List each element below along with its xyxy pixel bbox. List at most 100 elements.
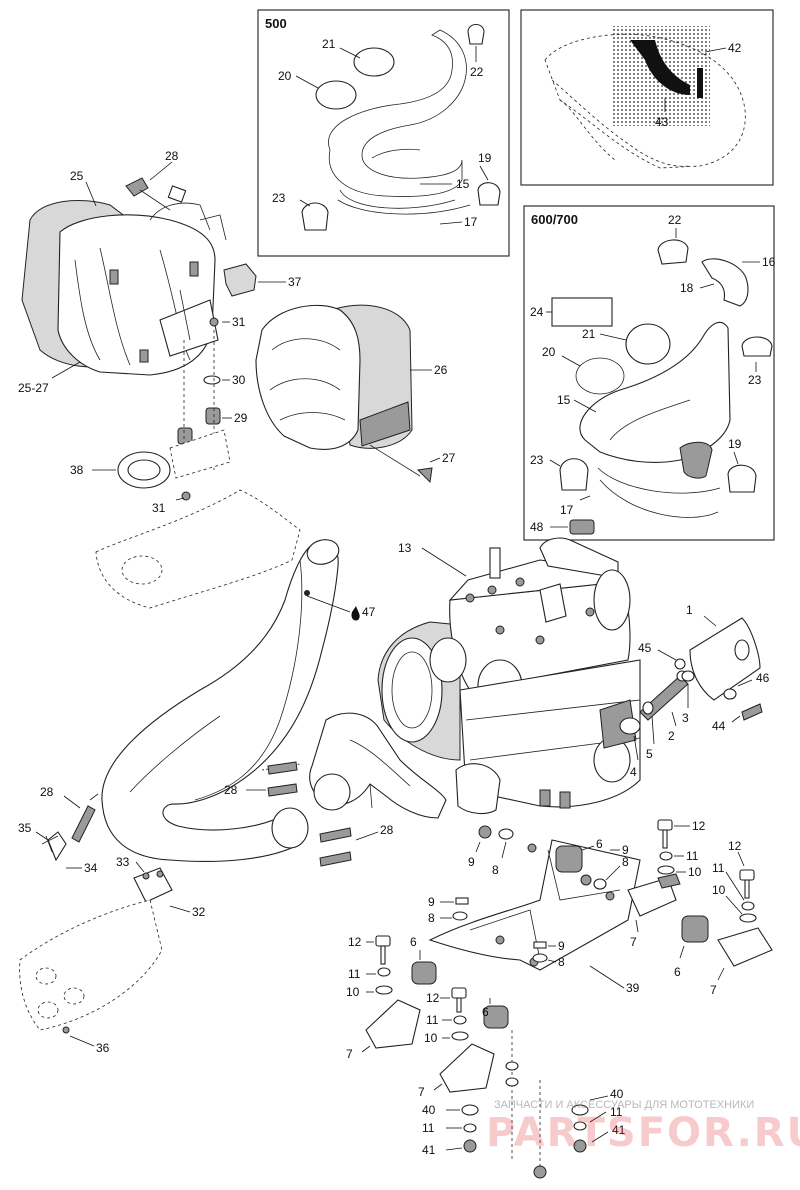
- label-11-e: 11: [422, 1121, 435, 1135]
- label-11-f: 11: [610, 1105, 623, 1119]
- part-24-box: [551, 297, 613, 327]
- label-4: 4: [630, 765, 637, 779]
- label-2: 2: [668, 729, 675, 743]
- label-10-c: 10: [346, 985, 360, 999]
- label-12-b: 12: [728, 839, 742, 853]
- watermark-tagline: ЗАПЧАСТИ И АКСЕССУАРЫ ДЛЯ МОТОТЕХНИКИ: [494, 1099, 754, 1111]
- damper-6-b: [681, 915, 709, 943]
- label-12-c: 12: [348, 935, 362, 949]
- pin-35: [41, 835, 59, 853]
- tuned-pipe-main: [101, 539, 340, 862]
- label-22: 22: [470, 65, 484, 79]
- watermark-brand: PARTSFOR.RU: [486, 1110, 800, 1156]
- label-23b-600: 23: [530, 453, 544, 467]
- label-20: 20: [278, 69, 292, 83]
- label-12-a: 12: [692, 819, 706, 833]
- nut-45: [674, 658, 686, 670]
- bolt-12-c: [375, 935, 391, 965]
- label-31-bottom: 31: [152, 501, 166, 515]
- damper-6-a: [555, 845, 583, 873]
- label-11-c: 11: [348, 967, 361, 981]
- label-16: 16: [762, 255, 776, 269]
- label-6-a: 6: [596, 837, 603, 851]
- label-8-c: 8: [428, 911, 435, 925]
- clamp-23-600b: [559, 458, 589, 491]
- label-41-b: 41: [612, 1123, 626, 1137]
- washer-3: [681, 670, 695, 682]
- label-47: 47: [362, 605, 376, 619]
- damper-6-c: [411, 961, 437, 985]
- washer-46: [723, 688, 737, 700]
- label-27: 27: [442, 451, 456, 465]
- label-43: 43: [655, 115, 669, 129]
- grommet-48: [569, 519, 595, 535]
- bracket-7-b: [717, 927, 773, 967]
- label-9-d: 9: [558, 939, 565, 953]
- label-15: 15: [456, 177, 470, 191]
- clamp-22-500: [467, 23, 485, 45]
- springs-28-mid: [261, 761, 301, 797]
- label-12-d: 12: [426, 991, 440, 1005]
- label-45: 45: [638, 641, 652, 655]
- label-23: 23: [272, 191, 286, 205]
- label-34: 34: [84, 861, 98, 875]
- washer-8-a: [498, 828, 514, 840]
- label-33: 33: [116, 855, 130, 869]
- label-8-b: 8: [622, 855, 629, 869]
- springs-28-right: [319, 827, 352, 867]
- label-30: 30: [232, 373, 246, 387]
- nut-9-d: [533, 941, 547, 949]
- label-9-b: 9: [622, 843, 629, 857]
- label-6-b: 6: [674, 965, 681, 979]
- label-35: 35: [18, 821, 32, 835]
- label-19-600: 19: [728, 437, 742, 451]
- label-29: 29: [234, 411, 248, 425]
- grommet-38: [117, 451, 171, 489]
- label-37: 37: [288, 275, 302, 289]
- label-41-a: 41: [422, 1143, 436, 1157]
- label-21: 21: [322, 37, 336, 51]
- washer-5: [642, 701, 654, 715]
- coupler-16: [701, 258, 749, 307]
- label-1: 1: [686, 603, 693, 617]
- nut-9-c: [455, 897, 469, 905]
- label-28-top: 28: [165, 149, 179, 163]
- label-23-600: 23: [748, 373, 762, 387]
- label-28-left: 28: [40, 785, 54, 799]
- label-32: 32: [192, 905, 206, 919]
- label-48: 48: [530, 520, 544, 534]
- bolt-44: [741, 703, 763, 721]
- seal-ring-20-500: [315, 80, 357, 110]
- seal-ring-20-600: [575, 357, 625, 395]
- drop-icon: [351, 606, 360, 621]
- bracket-7-d: [439, 1043, 495, 1093]
- label-25: 25: [70, 169, 84, 183]
- engine-mount-39: [428, 839, 641, 971]
- label-10-d: 10: [424, 1031, 438, 1045]
- bracket-32: [19, 867, 173, 1034]
- label-21-600: 21: [582, 327, 596, 341]
- label-19: 19: [478, 151, 492, 165]
- label-9-a: 9: [468, 855, 475, 869]
- label-25-27: 25-27: [18, 381, 49, 395]
- damper-6-d: [483, 1005, 509, 1029]
- exhaust-manifold: [309, 712, 447, 819]
- heat-shield-plate: [95, 489, 301, 609]
- muffler-mount-stack: 31 30 29 31: [152, 315, 248, 515]
- resonator-26: [255, 304, 413, 450]
- label-7-d: 7: [418, 1085, 425, 1099]
- label-6-c: 6: [410, 935, 417, 949]
- label-10-b: 10: [712, 883, 726, 897]
- clamp-19-600: [727, 464, 757, 493]
- inset-500: 500 21 20 22 19 15 23 17: [257, 9, 510, 257]
- bracket-37: [223, 263, 257, 297]
- label-11-a: 11: [686, 849, 699, 863]
- inset-600-title: 600/700: [531, 212, 578, 227]
- watermark: ЗАПЧАСТИ И АКСЕССУАРЫ ДЛЯ МОТОТЕХНИКИ PA…: [486, 1099, 800, 1156]
- label-40-b: 40: [610, 1087, 624, 1101]
- tuned-pipe-600: [579, 321, 731, 518]
- clamp-23-600a: [741, 336, 773, 357]
- label-18: 18: [680, 281, 694, 295]
- label-22-600: 22: [668, 213, 682, 227]
- label-8-d: 8: [558, 955, 565, 969]
